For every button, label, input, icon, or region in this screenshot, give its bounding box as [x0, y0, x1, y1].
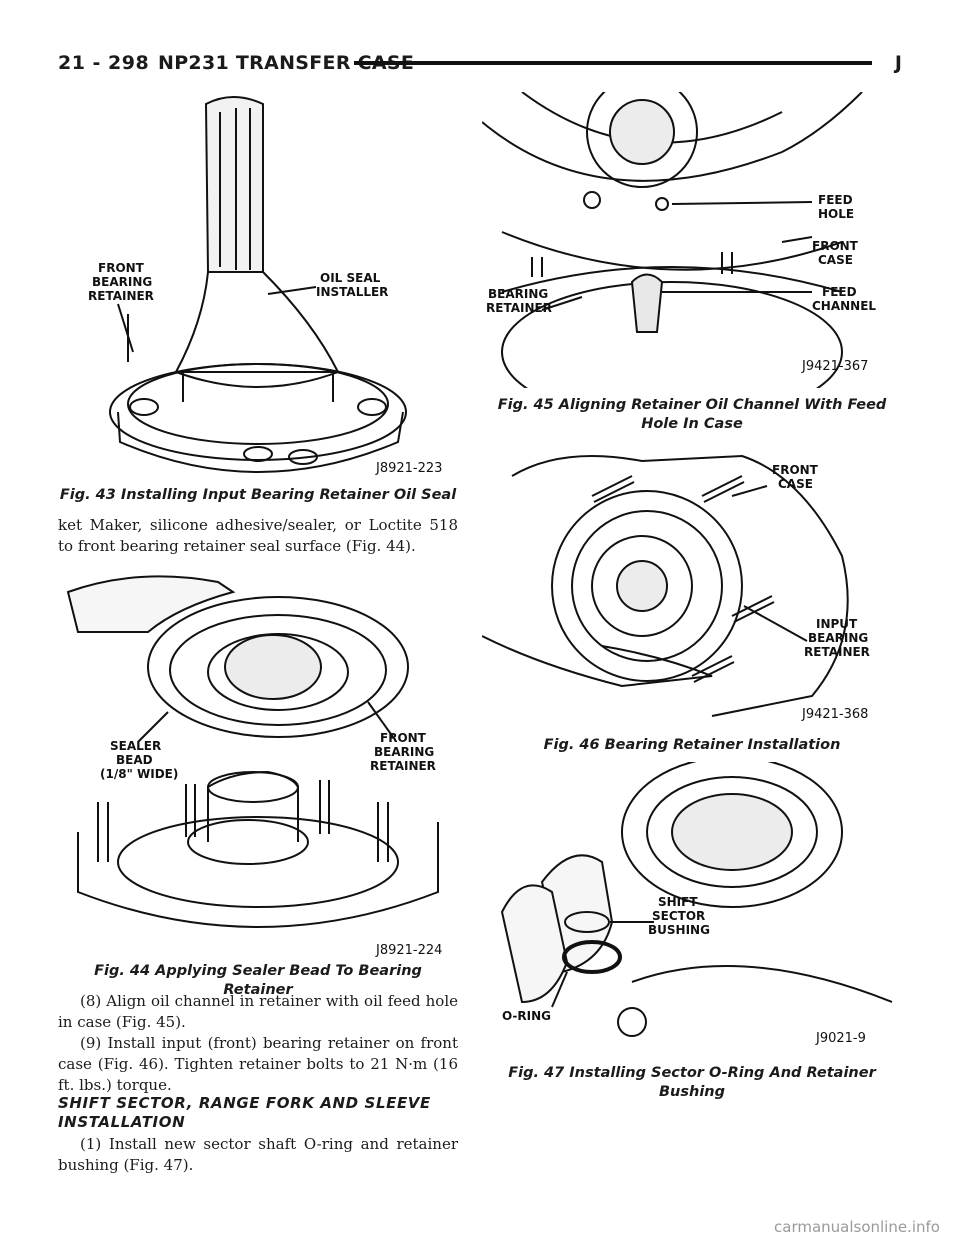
fig44-label-sealer: SEALER	[110, 739, 161, 753]
fig46-caption: Fig. 46 Bearing Retainer Installation	[543, 737, 841, 753]
page-header: 21 - 298 NP231 TRANSFER CASE J	[58, 48, 902, 78]
fig47-caption-line1: Fig. 47 Installing Sector O-Ring And Ret…	[508, 1065, 876, 1081]
figure-43: FRONT BEARING RETAINER OIL SEAL INSTALLE…	[58, 82, 458, 484]
fig43-code: J8921-223	[375, 461, 442, 476]
fig45-caption-line1: Fig. 45 Aligning Retainer Oil Channel Wi…	[497, 397, 887, 413]
section-heading: SHIFT SECTOR, RANGE FORK AND SLEEVE INST…	[58, 1094, 458, 1132]
figure-46: FRONT CASE INPUT BEARING RETAINER J9421-…	[482, 436, 902, 730]
header-rule	[354, 61, 872, 65]
fig47-label-sector: SECTOR	[652, 909, 705, 923]
fig44-label-retainer: RETAINER	[370, 759, 436, 773]
fig47-caption-line2: Bushing	[658, 1084, 725, 1100]
fig45-caption: Fig. 45 Aligning Retainer Oil Channel Wi…	[482, 396, 902, 434]
fig43-caption: Fig. 43 Installing Input Bearing Retaine…	[59, 487, 457, 503]
fig45-label-hole: HOLE	[818, 207, 854, 221]
fig45-caption-line2: Hole In Case	[641, 416, 743, 432]
fig43-label-front: FRONT	[98, 261, 145, 275]
step-9: (9) Install input (front) bearing retain…	[58, 1034, 458, 1094]
watermark: carmanualsonline.info	[774, 1218, 940, 1236]
fig46-label-retainer: RETAINER	[804, 645, 870, 659]
fig46-code: J9421-368	[801, 707, 868, 722]
fig45-code: J9421-367	[801, 359, 868, 374]
step-1: (1) Install new sector shaft O-ring and …	[58, 1135, 458, 1174]
fig47-label-bushing: BUSHING	[648, 923, 710, 937]
figure-44: SEALER BEAD (1/8" WIDE) FRONT BEARING RE…	[58, 562, 458, 960]
fig45-label-case: CASE	[818, 253, 853, 267]
fig43-label-retainer: RETAINER	[88, 289, 154, 303]
fig45-label-retainer: RETAINER	[486, 301, 552, 315]
fig43-label-installer: INSTALLER	[316, 285, 388, 299]
fig45-label-front: FRONT	[812, 239, 859, 253]
fig45-label-feed: FEED	[818, 193, 853, 207]
figure-45: FEED HOLE FRONT CASE BEARING RETAINER FE…	[482, 92, 902, 388]
fig47-code: J9021-9	[815, 1031, 866, 1046]
figure-43-illustration: FRONT BEARING RETAINER OIL SEAL INSTALLE…	[88, 96, 442, 476]
fig46-label-front: FRONT	[772, 463, 819, 477]
fig45-label-feed-2: FEED	[822, 285, 857, 299]
fig44-label-bead: BEAD	[116, 753, 153, 767]
step-8: (8) Align oil channel in retainer with o…	[58, 992, 458, 1031]
page-number: 21 - 298	[58, 52, 150, 74]
figure-45-illustration: FEED HOLE FRONT CASE BEARING RETAINER FE…	[482, 92, 876, 388]
header-letter: J	[894, 52, 902, 74]
fig45-label-channel: CHANNEL	[812, 299, 876, 313]
fig46-label-case: CASE	[778, 477, 813, 491]
fig46-label-bearing: BEARING	[808, 631, 868, 645]
fig47-label-shift: SHIFT	[658, 895, 698, 909]
fig44-label-bearing: BEARING	[374, 745, 434, 759]
section-heading-line2: INSTALLATION	[58, 1113, 186, 1131]
paragraph-continued: ket Maker, silicone adhesive/sealer, or …	[58, 516, 458, 555]
fig44-caption: Fig. 44 Applying Sealer Bead To Bearing …	[94, 963, 422, 998]
fig44-label-front: FRONT	[380, 731, 427, 745]
fig47-caption: Fig. 47 Installing Sector O-Ring And Ret…	[482, 1064, 902, 1102]
fig45-label-bearing: BEARING	[488, 287, 548, 301]
fig43-label-oil-seal: OIL SEAL	[320, 271, 381, 285]
fig44-label-width: (1/8" WIDE)	[100, 767, 178, 781]
figure-44-illustration: SEALER BEAD (1/8" WIDE) FRONT BEARING RE…	[66, 575, 442, 958]
figure-47-illustration: SHIFT SECTOR BUSHING O-RING J9021-9	[500, 762, 893, 1046]
fig44-code: J8921-224	[375, 943, 442, 958]
fig43-label-bearing: BEARING	[92, 275, 152, 289]
section-title: NP231 TRANSFER CASE	[158, 52, 415, 74]
figure-47: SHIFT SECTOR BUSHING O-RING J9021-9	[482, 762, 902, 1058]
fig46-label-input: INPUT	[816, 617, 858, 631]
figure-46-illustration: FRONT CASE INPUT BEARING RETAINER J9421-…	[482, 454, 870, 722]
fig47-label-o-ring: O-RING	[502, 1009, 551, 1023]
section-heading-line1: SHIFT SECTOR, RANGE FORK AND SLEEVE	[58, 1094, 431, 1112]
